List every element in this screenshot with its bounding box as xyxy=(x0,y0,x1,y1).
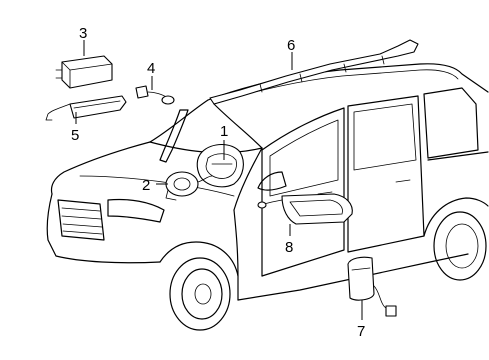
callout-numbers: 1 2 3 4 5 6 7 8 xyxy=(71,25,365,340)
callout-2: 2 xyxy=(142,177,150,194)
spiral-cable xyxy=(165,171,213,201)
curtain-airbag xyxy=(159,39,419,163)
occupant-sensor-mat xyxy=(257,193,353,225)
callout-1: 1 xyxy=(220,123,228,140)
callout-7: 7 xyxy=(357,323,365,340)
steering-wheel-airbag xyxy=(196,143,244,188)
seat-side-airbag xyxy=(347,256,397,317)
callout-5: 5 xyxy=(71,127,79,144)
callout-3: 3 xyxy=(79,25,87,42)
callout-4: 4 xyxy=(147,60,155,77)
callout-6: 6 xyxy=(287,37,295,54)
leader-lines xyxy=(75,40,363,320)
passenger-airbag-module xyxy=(55,55,113,89)
knee-airbag xyxy=(45,95,127,121)
callout-8: 8 xyxy=(285,239,293,256)
vehicle-outline xyxy=(46,63,489,331)
airbag-sensor-connector xyxy=(135,85,175,105)
